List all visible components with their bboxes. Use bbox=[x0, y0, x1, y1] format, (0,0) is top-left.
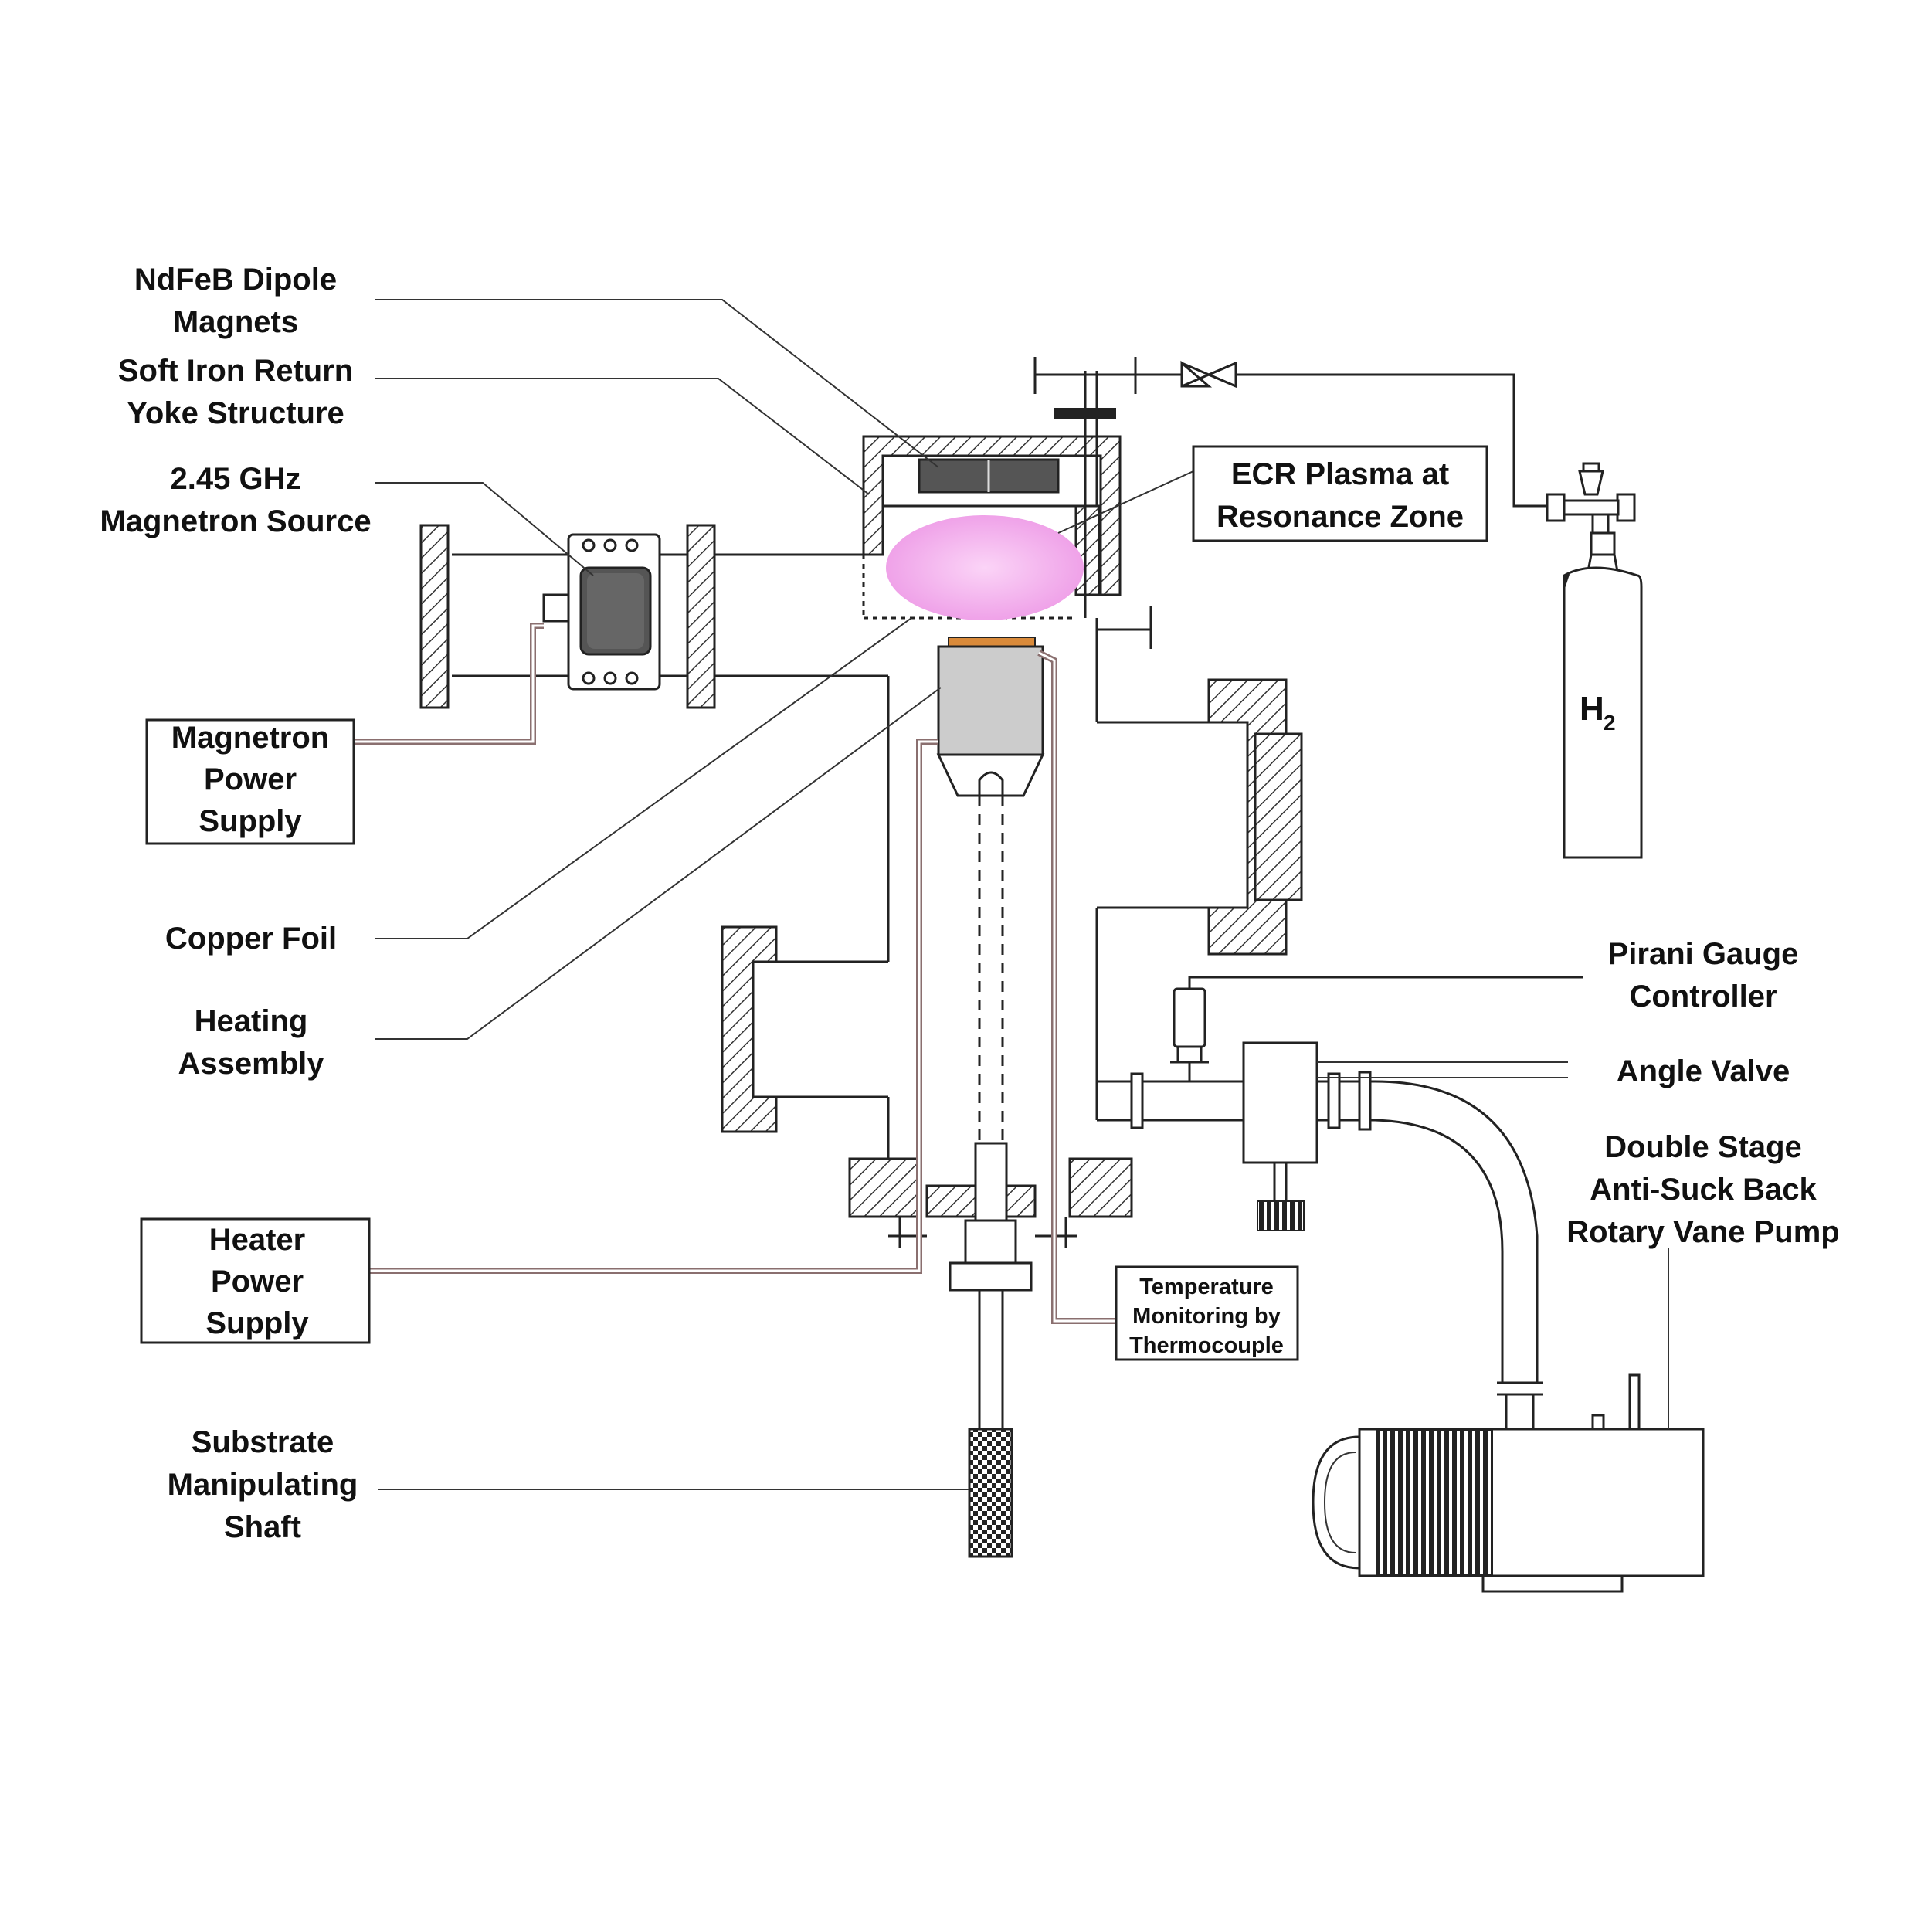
svg-text:Magnets: Magnets bbox=[173, 305, 298, 339]
waveguide bbox=[419, 524, 884, 709]
copper-foil bbox=[948, 637, 1036, 647]
waveguide-flange-left bbox=[419, 524, 450, 709]
svg-text:Substrate: Substrate bbox=[192, 1425, 334, 1459]
svg-text:Temperature: Temperature bbox=[1139, 1275, 1274, 1299]
h2-label: H bbox=[1580, 690, 1604, 728]
svg-text:Copper Foil: Copper Foil bbox=[165, 922, 337, 956]
svg-text:Power: Power bbox=[204, 762, 297, 796]
svg-text:Anti-Suck Back: Anti-Suck Back bbox=[1590, 1173, 1817, 1207]
waveguide-flange-right bbox=[686, 524, 716, 709]
thermocouple-wire bbox=[1037, 650, 1116, 1324]
svg-text:Double Stage: Double Stage bbox=[1604, 1130, 1802, 1164]
label-rotary-vane-pump: Double Stage Anti-Suck Back Rotary Vane … bbox=[1566, 1130, 1839, 1249]
svg-text:Resonance Zone: Resonance Zone bbox=[1217, 500, 1464, 534]
ecr-plasma-label-box: ECR Plasma at Resonance Zone bbox=[1192, 445, 1488, 542]
heater-power-wire bbox=[369, 739, 938, 1274]
svg-text:ECR Plasma at: ECR Plasma at bbox=[1231, 457, 1449, 491]
heater-power-supply-box: Heater Power Supply bbox=[140, 1217, 371, 1344]
heater-block bbox=[937, 645, 1044, 756]
heating-assembly bbox=[936, 637, 1045, 1558]
svg-text:Magnetron: Magnetron bbox=[171, 721, 329, 755]
label-ndfeb-magnets: NdFeB Dipole Magnets bbox=[134, 263, 337, 339]
leader-lines bbox=[375, 299, 1669, 1490]
label-angle-valve: Angle Valve bbox=[1617, 1054, 1790, 1088]
left-side-port bbox=[721, 925, 778, 1133]
svg-text:Controller: Controller bbox=[1629, 980, 1777, 1014]
svg-text:Pirani Gauge: Pirani Gauge bbox=[1608, 937, 1799, 971]
soft-iron-yoke bbox=[862, 435, 1122, 596]
svg-text:Assembly: Assembly bbox=[178, 1047, 325, 1081]
label-heating-assembly: Heating Assembly bbox=[178, 1004, 325, 1081]
svg-text:2.45 GHz: 2.45 GHz bbox=[171, 462, 301, 496]
ecr-plasma bbox=[886, 515, 1084, 620]
label-copper-foil: Copper Foil bbox=[165, 922, 337, 956]
thermocouple-label-box: Temperature Monitoring by Thermocouple bbox=[1115, 1265, 1299, 1361]
svg-text:Magnetron Source: Magnetron Source bbox=[100, 504, 371, 538]
svg-text:Power: Power bbox=[211, 1265, 304, 1299]
svg-text:Shaft: Shaft bbox=[224, 1510, 301, 1544]
label-soft-iron-yoke: Soft Iron Return Yoke Structure bbox=[118, 354, 353, 430]
label-pirani-gauge: Pirani Gauge Controller bbox=[1608, 937, 1799, 1014]
main-chamber bbox=[714, 357, 1303, 1248]
magnetron-power-supply-box: Magnetron Power Supply bbox=[145, 718, 355, 845]
pump-line bbox=[1095, 976, 1583, 1429]
magnetron-source bbox=[542, 533, 661, 691]
svg-text:Thermocouple: Thermocouple bbox=[1129, 1333, 1284, 1358]
svg-text:NdFeB Dipole: NdFeB Dipole bbox=[134, 263, 337, 297]
h2-cylinder: H 2 bbox=[1546, 462, 1643, 859]
angle-valve bbox=[1242, 1041, 1318, 1164]
label-substrate-shaft: Substrate Manipulating Shaft bbox=[168, 1425, 358, 1544]
svg-text:Yoke Structure: Yoke Structure bbox=[127, 396, 344, 430]
svg-text:Monitoring by: Monitoring by bbox=[1132, 1304, 1281, 1329]
svg-text:Manipulating: Manipulating bbox=[168, 1468, 358, 1502]
substrate-handle bbox=[968, 1428, 1013, 1558]
label-magnetron-source: 2.45 GHz Magnetron Source bbox=[100, 462, 371, 538]
svg-text:Heater: Heater bbox=[209, 1223, 306, 1257]
svg-text:Rotary Vane Pump: Rotary Vane Pump bbox=[1566, 1215, 1839, 1249]
gas-line bbox=[1180, 360, 1556, 508]
svg-text:Supply: Supply bbox=[199, 804, 302, 838]
h2-subscript: 2 bbox=[1604, 711, 1616, 735]
svg-text:Angle Valve: Angle Valve bbox=[1617, 1054, 1790, 1088]
svg-text:Soft Iron Return: Soft Iron Return bbox=[118, 354, 353, 388]
magnetron-power-wire bbox=[354, 623, 544, 745]
pirani-gauge bbox=[1173, 987, 1206, 1048]
svg-text:Supply: Supply bbox=[205, 1306, 309, 1340]
rotary-vane-pump bbox=[1312, 1373, 1705, 1593]
svg-text:Heating: Heating bbox=[195, 1004, 308, 1038]
